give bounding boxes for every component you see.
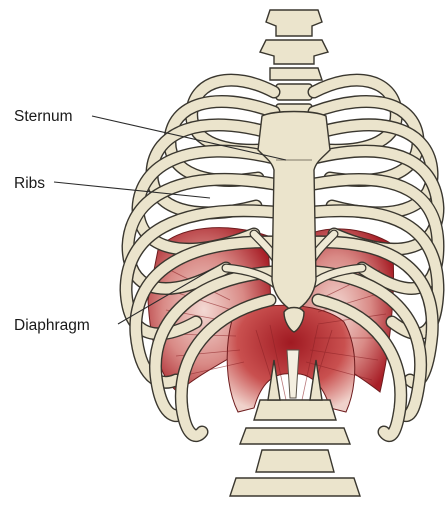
lumbar-vertebra <box>254 400 336 420</box>
diaphragm-label: Diaphragm <box>14 317 90 334</box>
sternum-label: Sternum <box>14 108 73 125</box>
ribs-label: Ribs <box>14 175 45 192</box>
cervical-vertebra <box>266 10 322 36</box>
diaphragm-tendon <box>287 350 299 398</box>
